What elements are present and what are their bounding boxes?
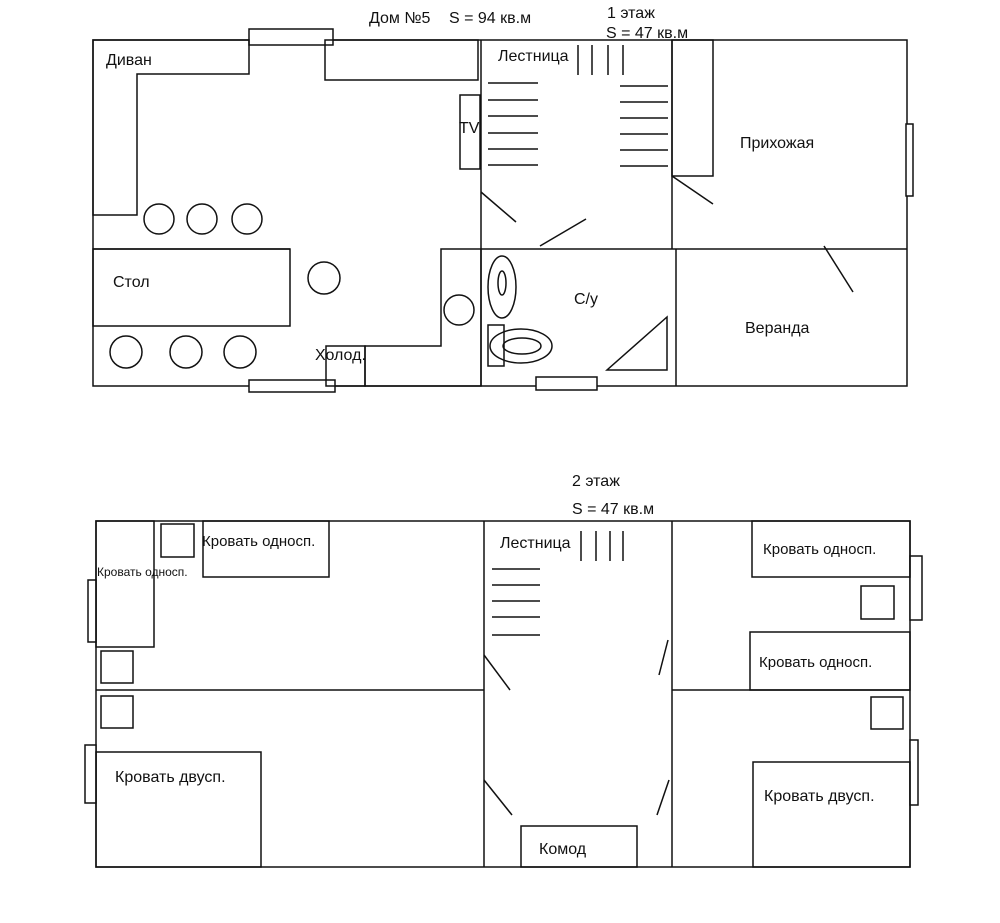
window — [535, 376, 598, 391]
nightstand — [160, 523, 195, 558]
bathroom-label: С/у — [574, 291, 598, 308]
single-bed — [751, 520, 911, 578]
nightstand — [870, 696, 904, 730]
nightstand — [100, 650, 134, 684]
sink-bowl — [497, 270, 507, 296]
nightstand — [100, 695, 134, 729]
window — [905, 123, 914, 197]
floor1-label: 1 этаж — [607, 5, 655, 22]
wardrobe — [671, 39, 714, 177]
floor2-plan: Кровать односп. Кровать односп. Кровать … — [84, 520, 923, 868]
single-bed — [95, 520, 155, 648]
nightstand — [860, 585, 895, 620]
floor2-label: 2 этаж — [572, 473, 620, 490]
floor1-plan: Диван Стол TV Холод. Лестница — [92, 28, 914, 393]
door — [658, 639, 669, 676]
window — [248, 379, 336, 393]
floor2-stairs — [492, 531, 624, 636]
floor1-area: S = 47 кв.м — [606, 25, 688, 42]
toilet — [489, 328, 553, 364]
door — [483, 779, 513, 816]
shower — [605, 315, 668, 371]
door — [656, 779, 670, 816]
single-bed — [202, 520, 330, 578]
door — [483, 654, 511, 691]
chair — [143, 203, 175, 235]
kitchen-counter — [324, 39, 479, 81]
floor1-stairs — [488, 45, 668, 167]
door — [823, 245, 854, 293]
window — [248, 28, 334, 46]
house-area: S = 94 кв.м — [449, 10, 531, 27]
kitchen-counter — [364, 248, 482, 387]
door — [539, 218, 587, 247]
double-bed-label: Кровать двусп. — [115, 769, 226, 786]
window — [909, 739, 919, 806]
veranda-label: Веранда — [745, 320, 810, 337]
stove-burner — [443, 294, 475, 326]
dresser — [520, 825, 638, 868]
door — [671, 175, 714, 205]
tv-label: TV — [459, 120, 480, 137]
table — [92, 248, 291, 327]
window — [909, 555, 923, 621]
sink — [487, 255, 517, 319]
single-bed-label: Кровать односп. — [97, 565, 188, 579]
table-label: Стол — [113, 274, 150, 291]
hallway-label: Прихожая — [740, 135, 814, 152]
single-bed-label: Кровать односп. — [763, 541, 876, 558]
door — [480, 191, 517, 223]
double-bed — [95, 751, 262, 868]
chair — [109, 335, 143, 369]
fridge-label: Холод. — [315, 347, 366, 364]
chair — [169, 335, 203, 369]
window — [87, 579, 97, 643]
single-bed-label: Кровать односп. — [202, 533, 315, 550]
floor2-area: S = 47 кв.м — [572, 501, 654, 518]
single-bed — [749, 631, 911, 691]
house-title: Дом №5 — [369, 10, 431, 27]
chair — [223, 335, 257, 369]
chair — [186, 203, 218, 235]
single-bed-label: Кровать односп. — [759, 654, 872, 671]
double-bed-label: Кровать двусп. — [764, 788, 875, 805]
window — [84, 744, 97, 804]
floor2-stairs-label: Лестница — [500, 535, 571, 552]
toilet-tank — [487, 324, 505, 367]
dresser-label: Комод — [539, 841, 587, 858]
chair — [231, 203, 263, 235]
sofa — [92, 39, 250, 216]
double-bed — [752, 761, 911, 868]
sofa-label: Диван — [106, 52, 152, 69]
floor1-stairs-label: Лестница — [498, 48, 569, 65]
fridge — [325, 345, 366, 387]
toilet-bowl — [502, 337, 542, 355]
tv — [459, 94, 481, 170]
floor2-outer-wall — [95, 520, 911, 868]
chair — [307, 261, 341, 295]
